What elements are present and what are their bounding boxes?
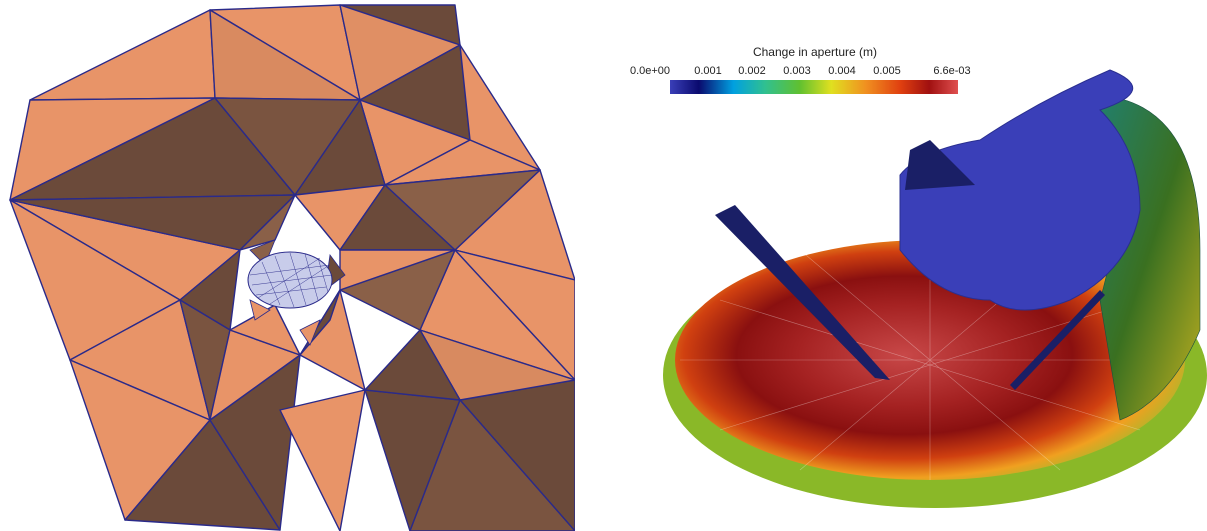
dark-spike-left	[715, 205, 890, 380]
mesh-view-panel	[0, 0, 575, 531]
refined-mesh-core	[247, 251, 333, 309]
mesh-render	[0, 0, 575, 531]
colorbar-gradient	[670, 80, 958, 94]
colorbar-min-label: 0.0e+00	[630, 65, 670, 77]
colorbar-title: Change in aperture (m)	[753, 45, 877, 59]
colorbar-tick: 0.001	[694, 65, 722, 77]
dark-spike-right	[1010, 290, 1105, 390]
colorbar-tick: 0.002	[738, 65, 766, 77]
blue-cap-region	[899, 69, 1141, 311]
colorbar-tick: 0.004	[828, 65, 856, 77]
dark-spike-top	[905, 140, 975, 190]
colorbar-max-label: 6.6e-03	[933, 65, 970, 77]
colorbar-tick: 0.003	[783, 65, 811, 77]
aperture-view-panel: Change in aperture (m) 0.0e+00 0.001 0.0…	[600, 0, 1207, 531]
aperture-render: Change in aperture (m) 0.0e+00 0.001 0.0…	[630, 45, 1207, 508]
colorbar: Change in aperture (m) 0.0e+00 0.001 0.0…	[630, 45, 971, 94]
colorbar-tick: 0.005	[873, 65, 901, 77]
